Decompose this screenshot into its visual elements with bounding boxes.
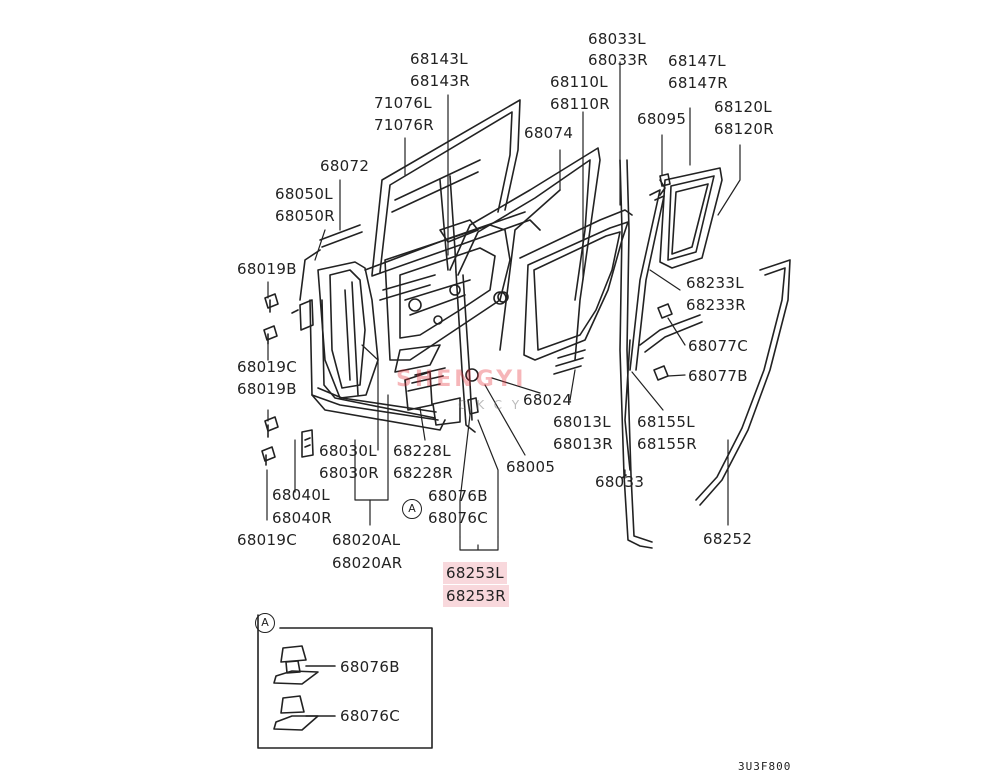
inset-label-68076C: 68076C bbox=[340, 707, 400, 725]
label-68155L: 68155L bbox=[637, 413, 695, 431]
callout-circle-A: A bbox=[402, 499, 422, 519]
label-68024: 68024 bbox=[523, 391, 573, 409]
label-68147R: 68147R bbox=[668, 74, 728, 92]
small-parts-drawing bbox=[404, 291, 586, 426]
label-68005: 68005 bbox=[506, 458, 556, 476]
label-68120R: 68120R bbox=[714, 120, 774, 138]
label-68033: 68033 bbox=[595, 473, 645, 491]
label-68253L-highlighted: 68253L bbox=[443, 562, 507, 584]
regulator-drawing bbox=[379, 219, 511, 392]
label-68020AR: 68020AR bbox=[332, 554, 403, 572]
label-68019C-mid: 68019C bbox=[237, 358, 297, 376]
label-68040R: 68040R bbox=[272, 509, 332, 527]
label-68030R: 68030R bbox=[319, 464, 379, 482]
label-68019C-bottom: 68019C bbox=[237, 531, 297, 549]
label-68253R-highlighted: 68253R bbox=[443, 585, 509, 607]
window-sash-drawing bbox=[319, 99, 521, 276]
label-68143R: 68143R bbox=[410, 72, 470, 90]
label-68155R: 68155R bbox=[637, 435, 697, 453]
watermark-sub-text: CKCY bbox=[458, 398, 530, 412]
label-71076L: 71076L bbox=[374, 94, 432, 112]
label-68076B: 68076B bbox=[428, 487, 488, 505]
clip-68076B-drawing bbox=[273, 645, 336, 685]
label-68033R: 68033R bbox=[588, 51, 648, 69]
opening-weatherstrip-drawing bbox=[695, 259, 791, 506]
label-68077C: 68077C bbox=[688, 337, 748, 355]
label-68040L: 68040L bbox=[272, 486, 330, 504]
label-68033L: 68033L bbox=[588, 30, 646, 48]
run-channel-drawing bbox=[449, 147, 601, 433]
label-68110L: 68110L bbox=[550, 73, 608, 91]
bolt-drawings bbox=[261, 173, 673, 466]
label-68020AL: 68020AL bbox=[332, 531, 401, 549]
label-68050L: 68050L bbox=[275, 185, 333, 203]
label-68110R: 68110R bbox=[550, 95, 610, 113]
label-68147L: 68147L bbox=[668, 52, 726, 70]
label-68072: 68072 bbox=[320, 157, 370, 175]
leader-lines bbox=[266, 61, 741, 551]
label-68233R: 68233R bbox=[686, 296, 746, 314]
label-68228L: 68228L bbox=[393, 442, 451, 460]
inset-label-68076B: 68076B bbox=[340, 658, 400, 676]
label-68143L: 68143L bbox=[410, 50, 468, 68]
watermark-text: SHENGYI bbox=[396, 367, 527, 392]
label-71076R: 71076R bbox=[374, 116, 434, 134]
label-68252: 68252 bbox=[703, 530, 753, 548]
label-68095: 68095 bbox=[637, 110, 687, 128]
hinge-drawing bbox=[291, 299, 314, 458]
inset-circle-A: A bbox=[255, 613, 275, 633]
label-68013L: 68013L bbox=[553, 413, 611, 431]
diagram-code: 3U3F800 bbox=[738, 760, 792, 773]
label-68228R: 68228R bbox=[393, 464, 453, 482]
quarter-glass-drawing bbox=[659, 167, 723, 269]
inset-frame bbox=[257, 614, 433, 749]
label-68076C: 68076C bbox=[428, 509, 488, 527]
label-68030L: 68030L bbox=[319, 442, 377, 460]
label-68050R: 68050R bbox=[275, 207, 335, 225]
clip-68076C-drawing bbox=[273, 695, 336, 731]
label-68019B-top: 68019B bbox=[237, 260, 297, 278]
label-68120L: 68120L bbox=[714, 98, 772, 116]
door-glass-drawing bbox=[519, 209, 633, 361]
label-68013R: 68013R bbox=[553, 435, 613, 453]
lower-weatherstrip-drawing bbox=[311, 387, 439, 421]
label-68233L: 68233L bbox=[686, 274, 744, 292]
weatherstrip-belt-drawing bbox=[624, 314, 703, 471]
label-68019B-mid: 68019B bbox=[237, 380, 297, 398]
label-68077B: 68077B bbox=[688, 367, 748, 385]
label-68074: 68074 bbox=[524, 124, 574, 142]
